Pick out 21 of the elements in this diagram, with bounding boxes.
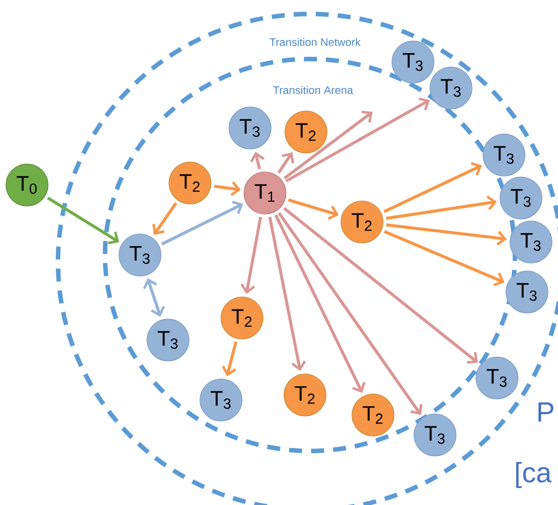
arrow <box>286 97 430 182</box>
arrow <box>284 110 373 180</box>
arrow <box>283 207 478 364</box>
arrow <box>386 223 507 246</box>
arrow <box>278 212 422 416</box>
arrow <box>214 181 241 196</box>
cut-off-text: P <box>538 402 554 422</box>
arrow <box>386 196 497 220</box>
arrow <box>152 202 178 235</box>
arrow <box>288 198 339 220</box>
cut-off-text: [ca <box>516 462 552 488</box>
arrow <box>268 216 306 372</box>
arrow <box>383 162 482 213</box>
arrow <box>222 341 238 376</box>
arrow <box>240 216 262 294</box>
arrow <box>277 152 294 174</box>
arrow <box>384 230 505 286</box>
arrow <box>250 152 265 170</box>
arrow <box>274 214 366 394</box>
arrow <box>143 278 165 317</box>
arrow <box>161 200 244 246</box>
